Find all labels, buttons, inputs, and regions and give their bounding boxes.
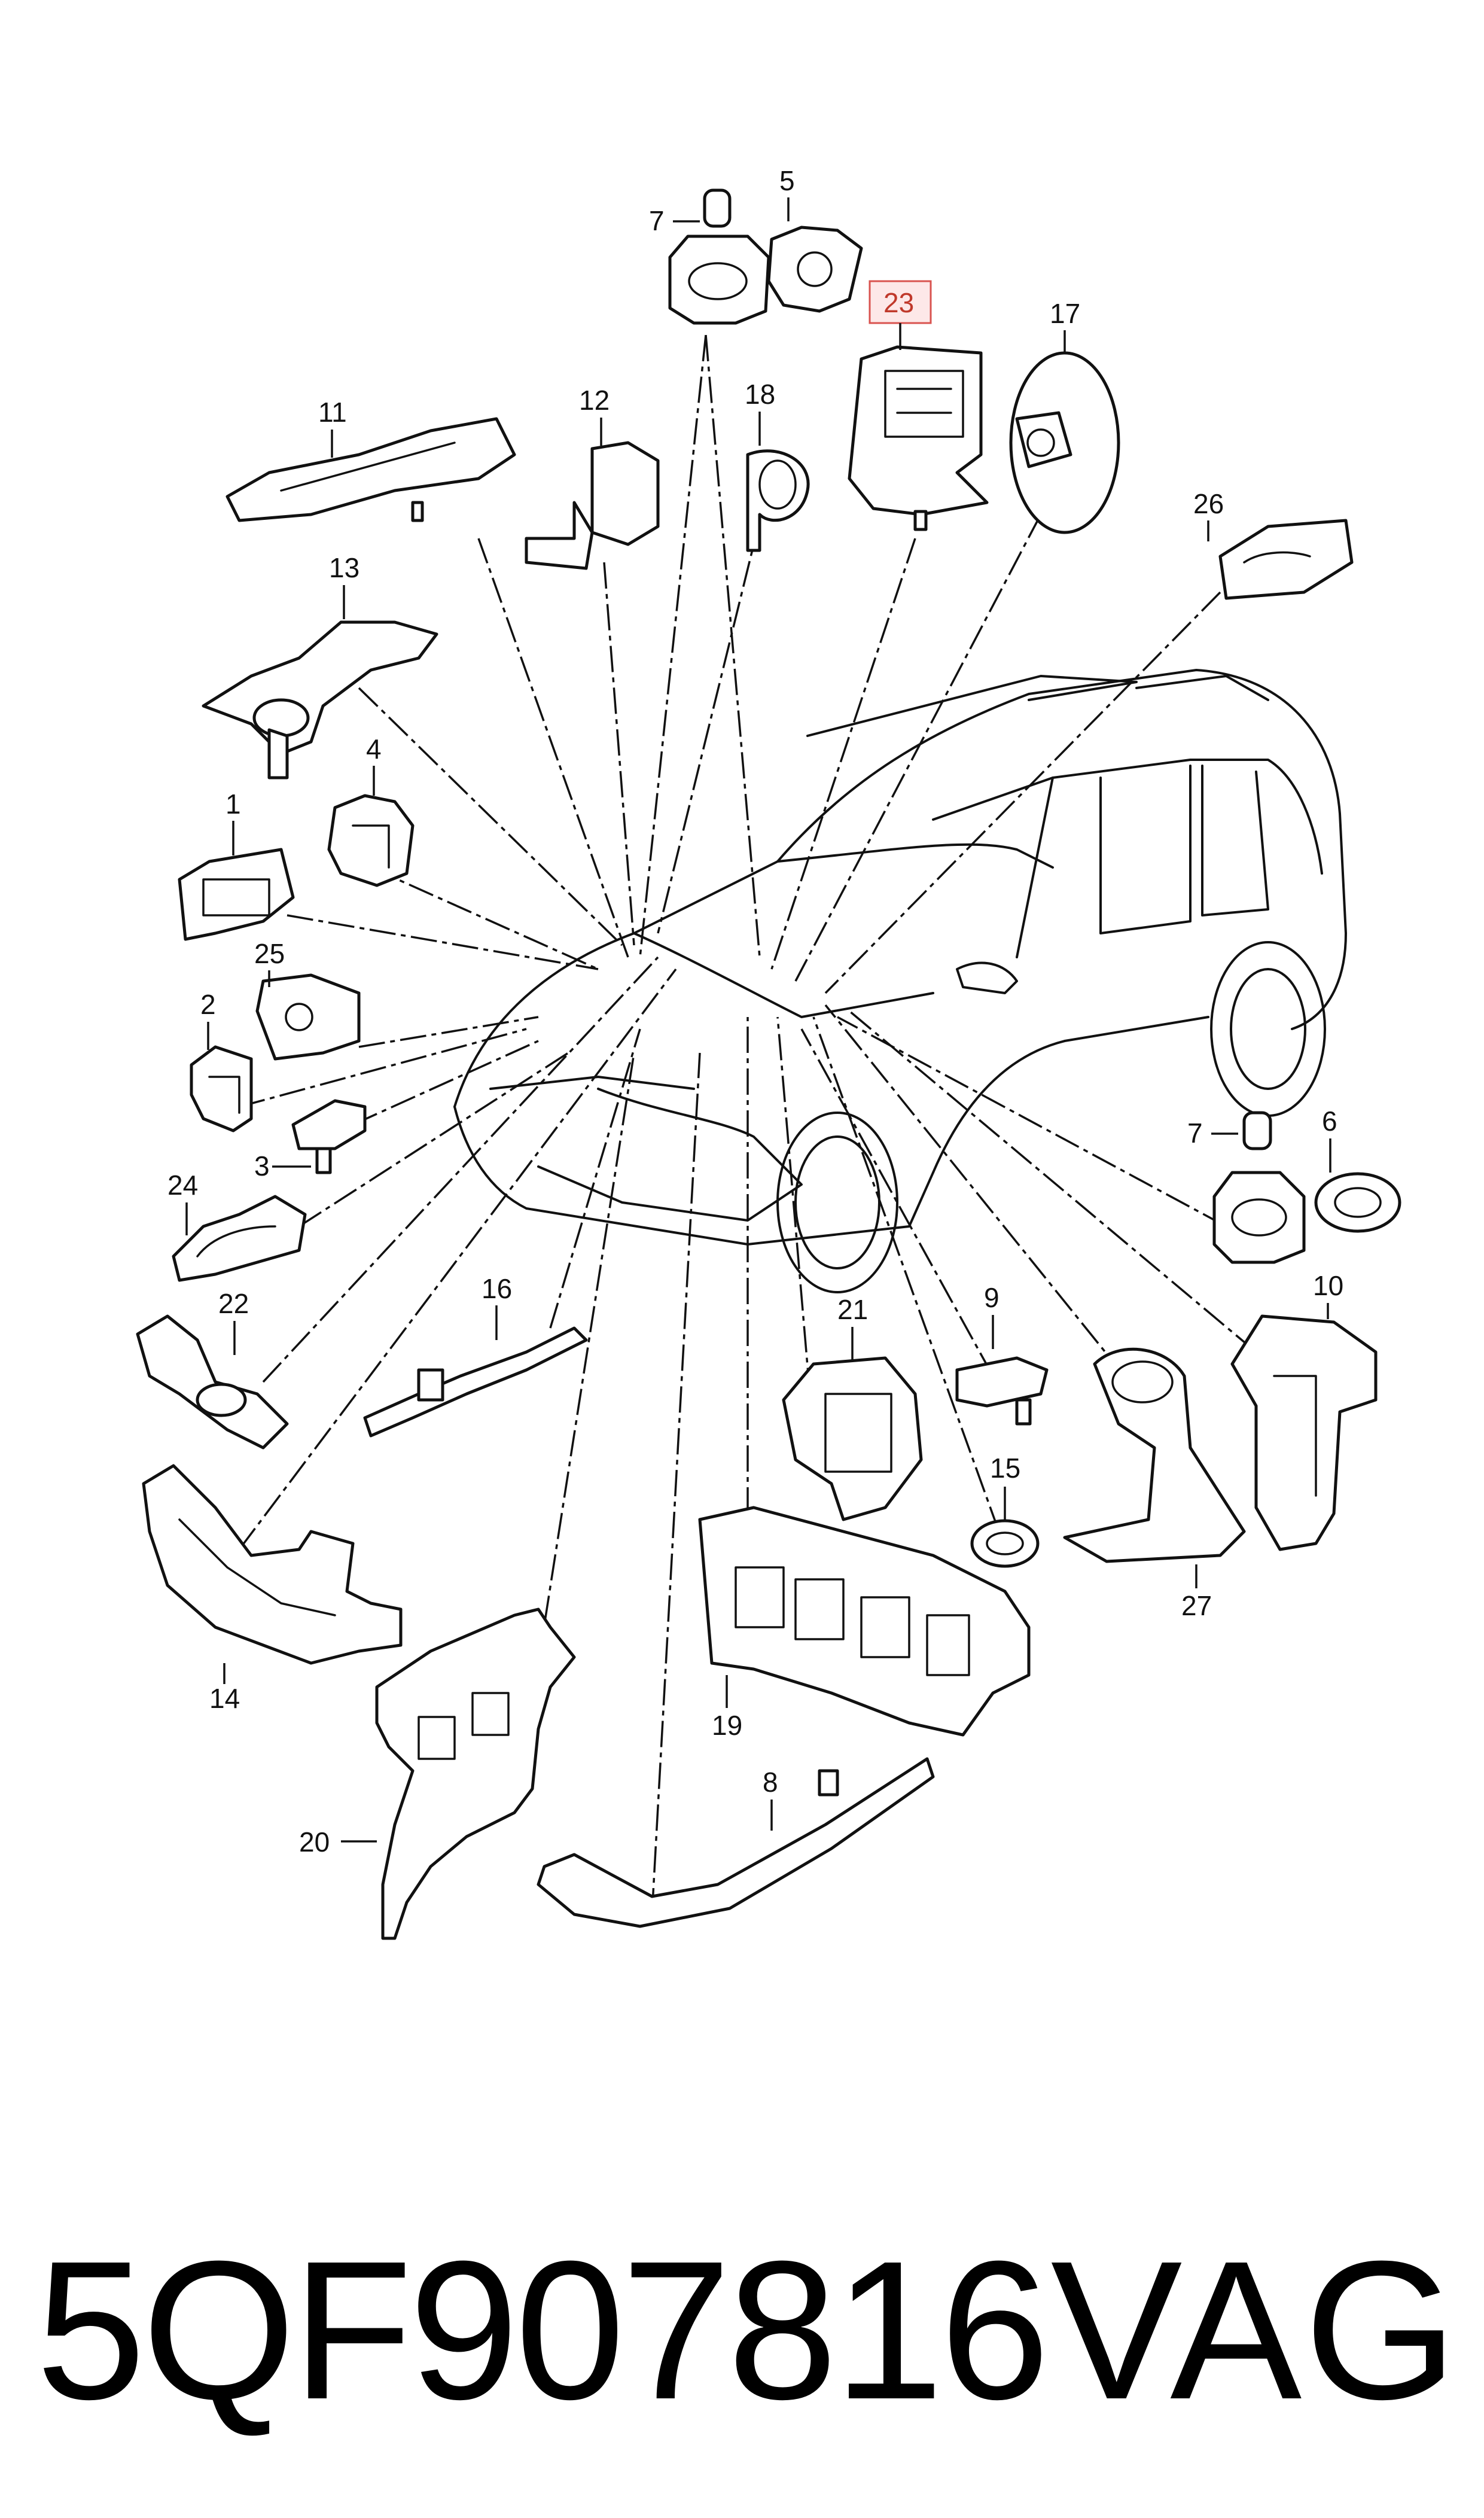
callout-18: 18 — [745, 379, 775, 410]
exploded-parts-diagram: 7 5 23 17 11 12 18 26 13 4 1 25 2 3 24 2… — [136, 165, 1401, 1940]
callout-5: 5 — [779, 165, 795, 196]
part-11 — [226, 417, 516, 522]
callout-27: 27 — [1181, 1590, 1212, 1621]
callout-23-highlight — [869, 280, 932, 324]
part-27 — [1063, 1347, 1246, 1563]
callout-17: 17 — [1050, 298, 1080, 329]
callout-14: 14 — [209, 1683, 240, 1714]
callout-6: 6 — [1322, 1106, 1337, 1137]
part-25 — [255, 973, 361, 1061]
callout-24: 24 — [167, 1170, 198, 1201]
brand-label: VAG — [1050, 2219, 1460, 2440]
part-22 — [136, 1314, 289, 1450]
part-7-right — [1212, 1111, 1306, 1264]
part-12 — [525, 441, 660, 570]
callout-26: 26 — [1193, 488, 1224, 519]
callout-19: 19 — [712, 1710, 742, 1741]
callout-13: 13 — [329, 552, 359, 583]
part-21 — [782, 1356, 923, 1521]
part-14 — [142, 1464, 403, 1665]
part-13 — [202, 620, 438, 780]
part-20 — [375, 1607, 576, 1940]
part-10 — [1230, 1314, 1378, 1551]
part-9 — [955, 1356, 1049, 1426]
part-19 — [698, 1506, 1031, 1737]
callout-23: 23 — [883, 287, 914, 318]
part-2 — [190, 1045, 253, 1132]
callout-9: 9 — [984, 1282, 1000, 1313]
callout-25: 25 — [254, 938, 285, 969]
callout-12: 12 — [579, 385, 610, 416]
part-4 — [327, 794, 415, 887]
callout-7-top: 7 — [649, 205, 665, 236]
part-6 — [1314, 1172, 1401, 1233]
callout-2: 2 — [200, 989, 216, 1020]
part-1 — [178, 848, 295, 941]
callout-16: 16 — [482, 1273, 512, 1304]
callout-1: 1 — [226, 788, 241, 820]
callout-15: 15 — [990, 1453, 1020, 1484]
callout-10: 10 — [1313, 1270, 1343, 1301]
callout-20: 20 — [299, 1826, 330, 1858]
part-7-top — [668, 188, 770, 325]
part-8 — [537, 1757, 935, 1928]
part-23 — [848, 345, 989, 531]
part-5 — [767, 226, 863, 313]
part-15 — [970, 1519, 1040, 1568]
vehicle-outline — [453, 669, 1347, 1293]
part-number: 5QF907816 — [36, 2219, 1050, 2440]
callout-11: 11 — [318, 397, 347, 428]
callout-4: 4 — [366, 733, 382, 765]
part-16 — [363, 1326, 588, 1438]
callout-22: 22 — [218, 1288, 249, 1319]
callout-3: 3 — [254, 1150, 270, 1182]
callout-labels: 7 5 23 17 11 12 18 26 13 4 1 25 2 3 24 2… — [167, 165, 1343, 1858]
callout-8: 8 — [763, 1767, 778, 1798]
part-26 — [1218, 519, 1354, 600]
part-3 — [291, 1099, 367, 1174]
part-24 — [172, 1195, 307, 1282]
leader-lines — [238, 334, 1257, 1915]
part-18 — [746, 449, 810, 552]
callout-7-right: 7 — [1187, 1118, 1203, 1149]
part-17 — [1009, 351, 1120, 534]
callout-21: 21 — [837, 1294, 868, 1325]
